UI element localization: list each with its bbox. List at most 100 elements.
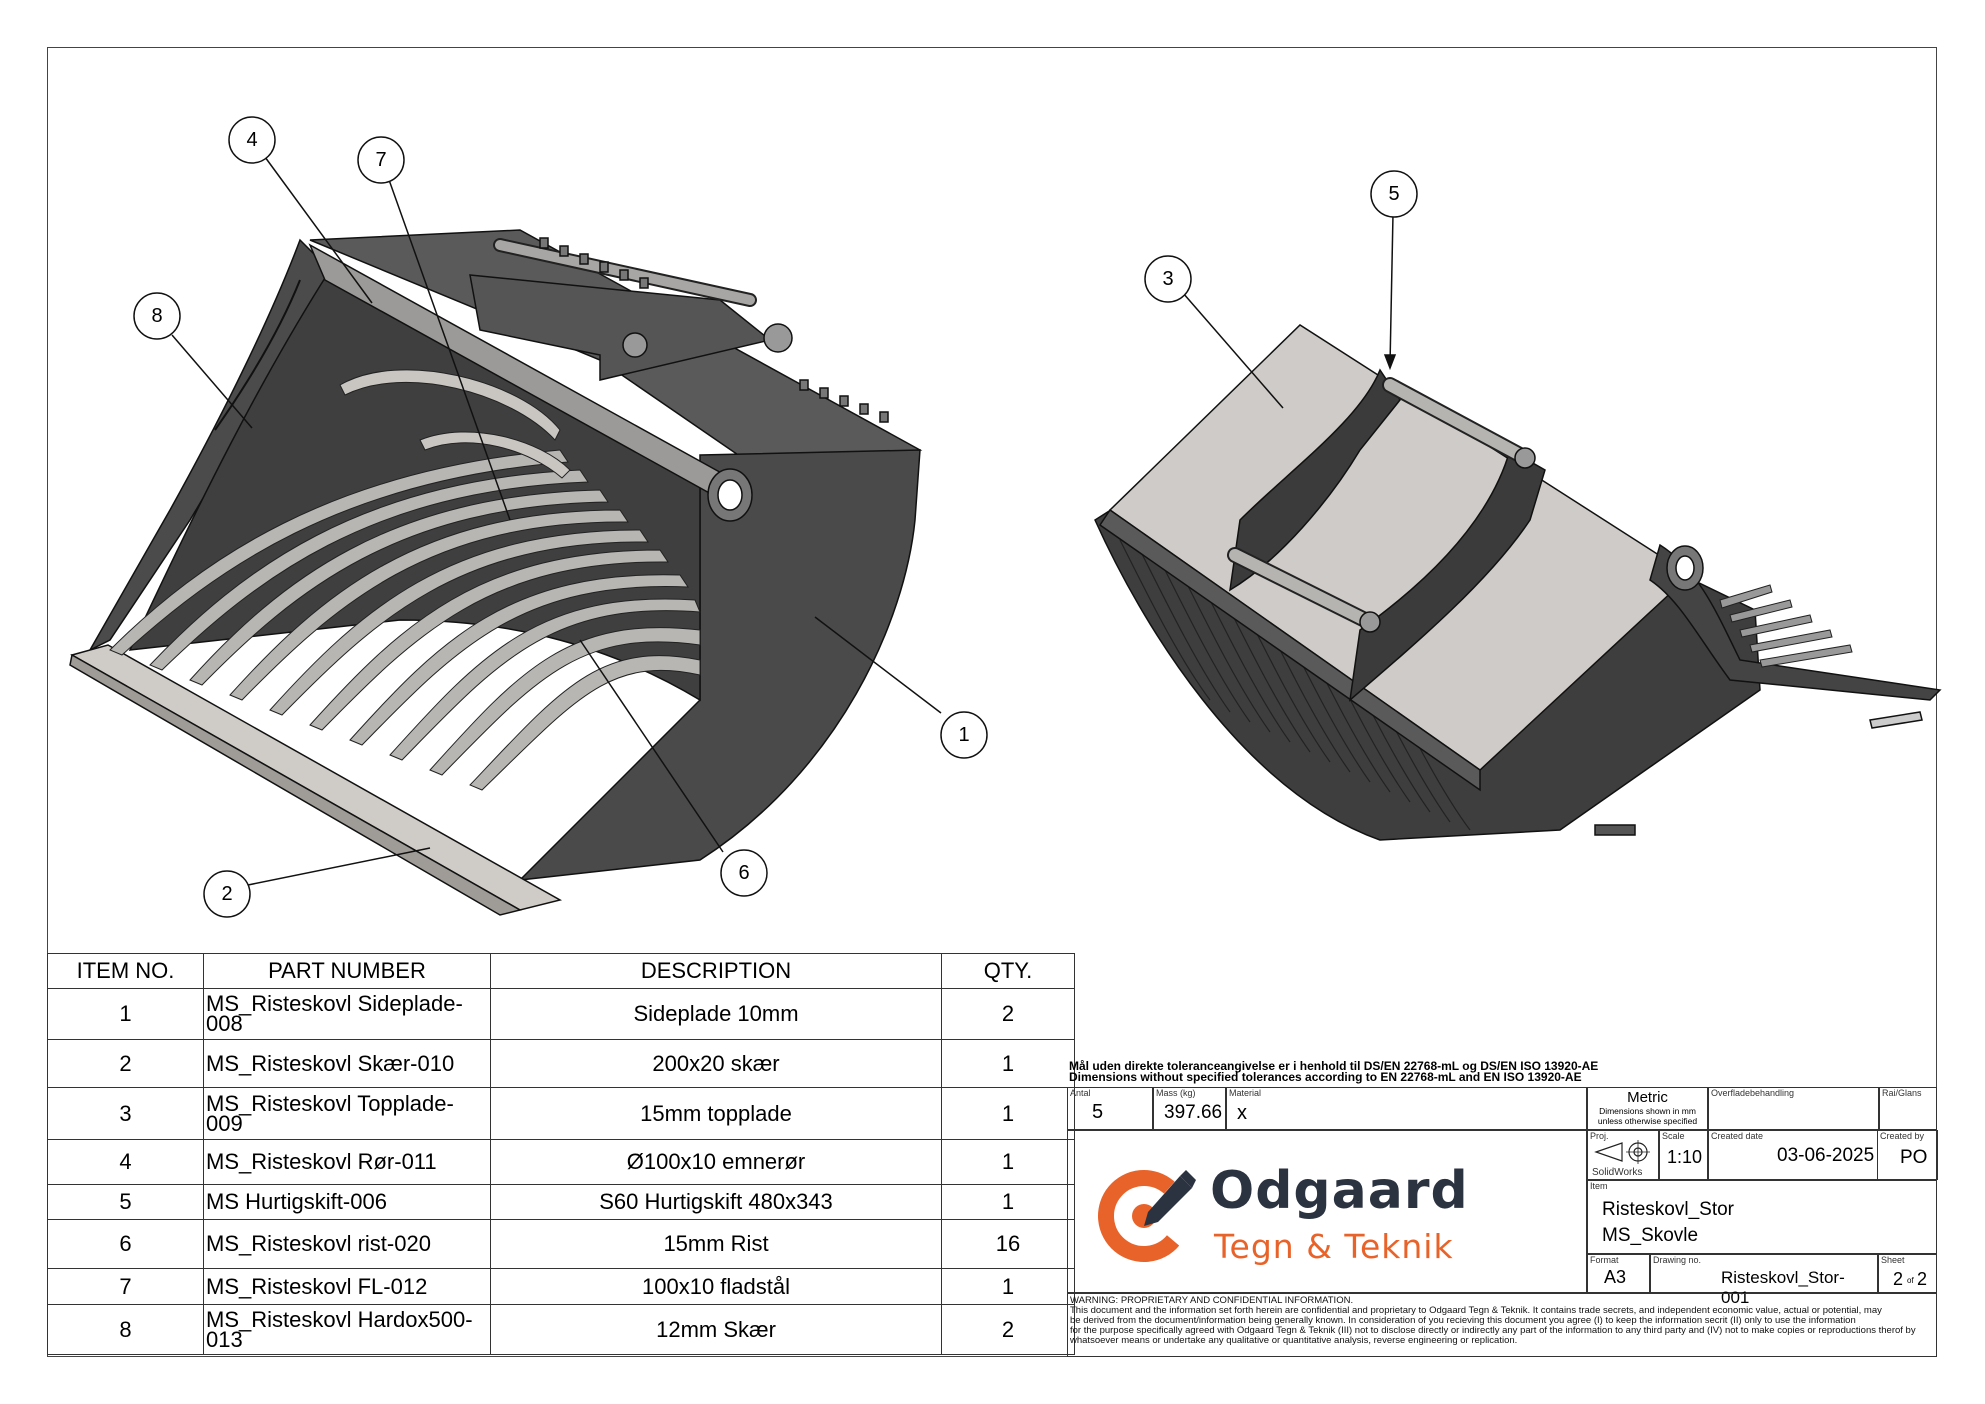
balloon-2: 2 <box>221 883 232 905</box>
bom-header-item: ITEM NO. <box>47 953 204 989</box>
odgaard-logo-icon <box>1098 1170 1196 1262</box>
format-cell: Format A3 <box>1587 1254 1650 1293</box>
scale-value: 1:10 <box>1667 1147 1703 1167</box>
rai-label: Rai/Glans <box>1882 1088 1922 1098</box>
balloons <box>133 116 1418 918</box>
metric-cell: Metric Dimensions shown in mm unless oth… <box>1587 1087 1708 1130</box>
balloon-7: 7 <box>375 149 386 171</box>
bom-part: MS_Risteskovl Skær-010 <box>203 1039 491 1088</box>
warning-line: This document and the information set fo… <box>1070 1305 1882 1316</box>
bom-qty: 1 <box>941 1087 1075 1140</box>
bom-item: 3 <box>47 1087 204 1140</box>
table-row: 6 MS_Risteskovl rist-020 15mm Rist 16 <box>47 1219 1075 1269</box>
view-right-bucket <box>1094 324 1942 841</box>
material-label: Material <box>1229 1088 1262 1098</box>
bom-desc: Sideplade 10mm <box>490 988 942 1040</box>
created-by-label: Created by <box>1880 1131 1925 1141</box>
table-row: 8 MS_Risteskovl Hardox500-013 12mm Skær … <box>47 1304 1075 1355</box>
bom-desc: 15mm topplade <box>490 1087 942 1140</box>
drawing-no-value: Risteskovl_Stor- 001 <box>1721 1268 1845 1307</box>
sheet-of: of <box>1907 1276 1914 1285</box>
sheet-number: 2 <box>1893 1269 1904 1289</box>
table-row: 3 MS_Risteskovl Topplade-009 15mm toppla… <box>47 1087 1075 1140</box>
bom-qty: 2 <box>941 1304 1075 1355</box>
warning-line: whatsoever means or undertake any qualit… <box>1070 1335 1518 1346</box>
bom-header-desc: DESCRIPTION <box>490 953 942 989</box>
scale-cell: Scale 1:10 <box>1659 1130 1708 1180</box>
projection-cell: Proj. SolidWorks <box>1587 1130 1659 1180</box>
created-date-label: Created date <box>1711 1131 1764 1141</box>
warning-line: WARNING: PROPRIETARY AND CONFIDENTIAL IN… <box>1070 1295 1354 1306</box>
table-row: 7 MS_Risteskovl FL-012 100x10 fladstål 1 <box>47 1268 1075 1305</box>
antal-label: Antal <box>1070 1088 1091 1098</box>
created-by-value: PO <box>1900 1147 1928 1168</box>
material-value: x <box>1237 1102 1247 1124</box>
leader-lines <box>171 156 1397 886</box>
bom-part: MS_Risteskovl Rør-011 <box>203 1139 491 1185</box>
logo-cell: Odgaard Tegn & Teknik <box>1067 1130 1587 1293</box>
logo-name: Odgaard <box>1210 1161 1469 1221</box>
software-label: SolidWorks <box>1592 1167 1643 1178</box>
third-angle-projection-icon <box>1594 1140 1650 1164</box>
bom-item: 6 <box>47 1219 204 1269</box>
balloon-4: 4 <box>246 129 257 151</box>
mass-value: 397.66 <box>1164 1102 1223 1123</box>
bom-qty: 1 <box>941 1139 1075 1185</box>
antal-cell: Antal 5 <box>1067 1087 1153 1130</box>
format-label: Format <box>1590 1255 1619 1265</box>
sheet-label: Sheet <box>1881 1255 1905 1265</box>
bill-of-materials: ITEM NO. PART NUMBER DESCRIPTION QTY. 1 … <box>47 953 1075 1355</box>
table-row: 2 MS_Risteskovl Skær-010 200x20 skær 1 <box>47 1039 1075 1088</box>
bom-item: 2 <box>47 1039 204 1088</box>
bom-qty: 2 <box>941 988 1075 1040</box>
sheet-cell: Sheet 2 of 2 <box>1878 1254 1937 1293</box>
bom-qty: 1 <box>941 1268 1075 1305</box>
bom-item: 7 <box>47 1268 204 1305</box>
drawing-no-cell: Drawing no. Risteskovl_Stor- 001 <box>1650 1254 1878 1307</box>
metric-note-2: unless otherwise specified <box>1597 1116 1698 1126</box>
confidentiality-warning: WARNING: PROPRIETARY AND CONFIDENTIAL IN… <box>1067 1293 1937 1357</box>
title-block: Mål uden direkte toleranceangivelse er i… <box>1067 1060 1938 1357</box>
antal-value: 5 <box>1092 1101 1104 1123</box>
table-row: 5 MS Hurtigskift-006 S60 Hurtigskift 480… <box>47 1184 1075 1220</box>
bom-header-qty: QTY. <box>941 953 1075 989</box>
balloon-5: 5 <box>1388 183 1399 205</box>
drawing-sheet-border <box>47 47 1937 1357</box>
bom-part: MS_Risteskovl Hardox500-013 <box>203 1304 491 1355</box>
mass-cell: Mass (kg) 397.66 <box>1153 1087 1226 1130</box>
proj-label: Proj. <box>1590 1131 1609 1141</box>
view-left-bucket <box>69 229 923 916</box>
bom-desc: 15mm Rist <box>490 1219 942 1269</box>
warning-line: for the purpose specifically agreed with… <box>1070 1325 1916 1336</box>
bom-desc: 200x20 skær <box>490 1039 942 1088</box>
bom-qty: 1 <box>941 1039 1075 1088</box>
scale-label: Scale <box>1662 1131 1685 1141</box>
bom-header-row: ITEM NO. PART NUMBER DESCRIPTION QTY. <box>47 953 1075 989</box>
item-name-2: MS_Skovle <box>1602 1225 1699 1246</box>
overflade-label: Overfladebehandling <box>1711 1088 1795 1098</box>
bom-desc: 12mm Skær <box>490 1304 942 1355</box>
item-label: Item <box>1590 1181 1608 1191</box>
metric-label: Metric <box>1627 1089 1668 1106</box>
bom-part: MS Hurtigskift-006 <box>203 1184 491 1220</box>
balloon-3: 3 <box>1162 268 1173 290</box>
tolerance-note-en: Dimensions without specified tolerances … <box>1069 1070 1582 1084</box>
bom-part: MS_Risteskovl Sideplade-008 <box>203 988 491 1040</box>
balloon-8: 8 <box>151 305 162 327</box>
drawing-no-label: Drawing no. <box>1653 1255 1702 1265</box>
table-row: 1 MS_Risteskovl Sideplade-008 Sideplade … <box>47 988 1075 1040</box>
bom-item: 5 <box>47 1184 204 1220</box>
bom-part: MS_Risteskovl rist-020 <box>203 1219 491 1269</box>
balloon-6: 6 <box>738 862 749 884</box>
bom-item: 4 <box>47 1139 204 1185</box>
created-date-value: 03-06-2025 <box>1777 1145 1875 1166</box>
bom-part: MS_Risteskovl FL-012 <box>203 1268 491 1305</box>
logo-subtitle: Tegn & Teknik <box>1214 1227 1454 1266</box>
created-by-cell: Created by PO <box>1877 1130 1937 1180</box>
bom-part: MS_Risteskovl Topplade-009 <box>203 1087 491 1140</box>
bom-qty: 16 <box>941 1219 1075 1269</box>
rai-cell: Rai/Glans <box>1879 1087 1937 1130</box>
material-cell: Material x <box>1226 1087 1587 1130</box>
item-cell: Item Risteskovl_Stor MS_Skovle <box>1587 1180 1937 1254</box>
sheet-total: 2 <box>1917 1269 1928 1289</box>
